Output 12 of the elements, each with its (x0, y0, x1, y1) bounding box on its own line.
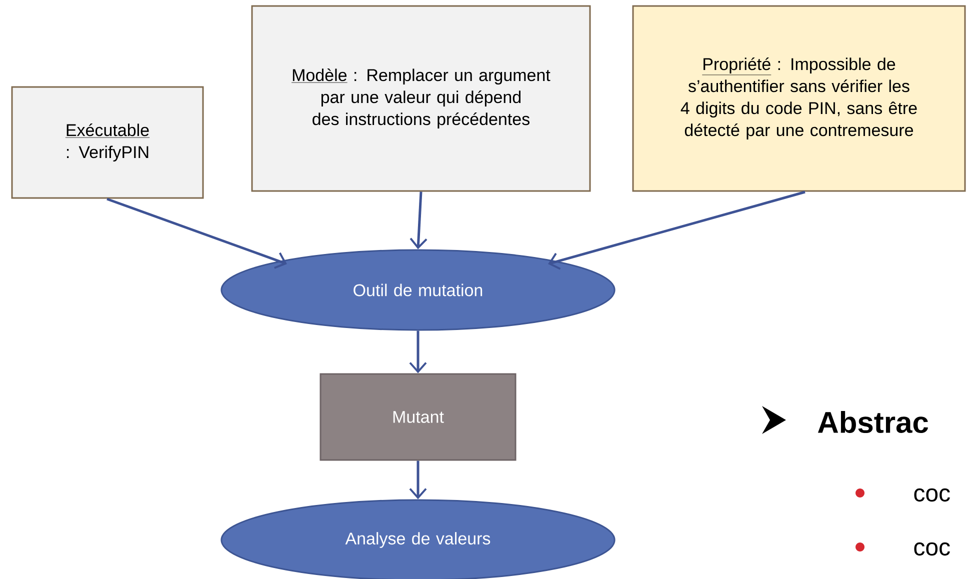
process-box: Exécutable : VerifyPIN (11, 86, 204, 199)
process-box: Mutant (320, 373, 516, 461)
arrow (548, 190, 806, 270)
arrow (409, 330, 427, 374)
arrow (106, 198, 287, 269)
process-box: Propriété : Impossible de s’authentifier sans vérifier les 4 digits du code PIN, sans être détecté par une contremesure (632, 5, 966, 192)
process-box: Modèle : Remplacer un argument par une valeur qui dépend des instructions précédentes (251, 5, 591, 192)
arrow (409, 460, 427, 500)
bullet-text: coc (914, 488, 950, 502)
heading: Abstrac (818, 410, 928, 434)
bullet-text: coc (914, 542, 950, 556)
arrow (410, 192, 428, 250)
